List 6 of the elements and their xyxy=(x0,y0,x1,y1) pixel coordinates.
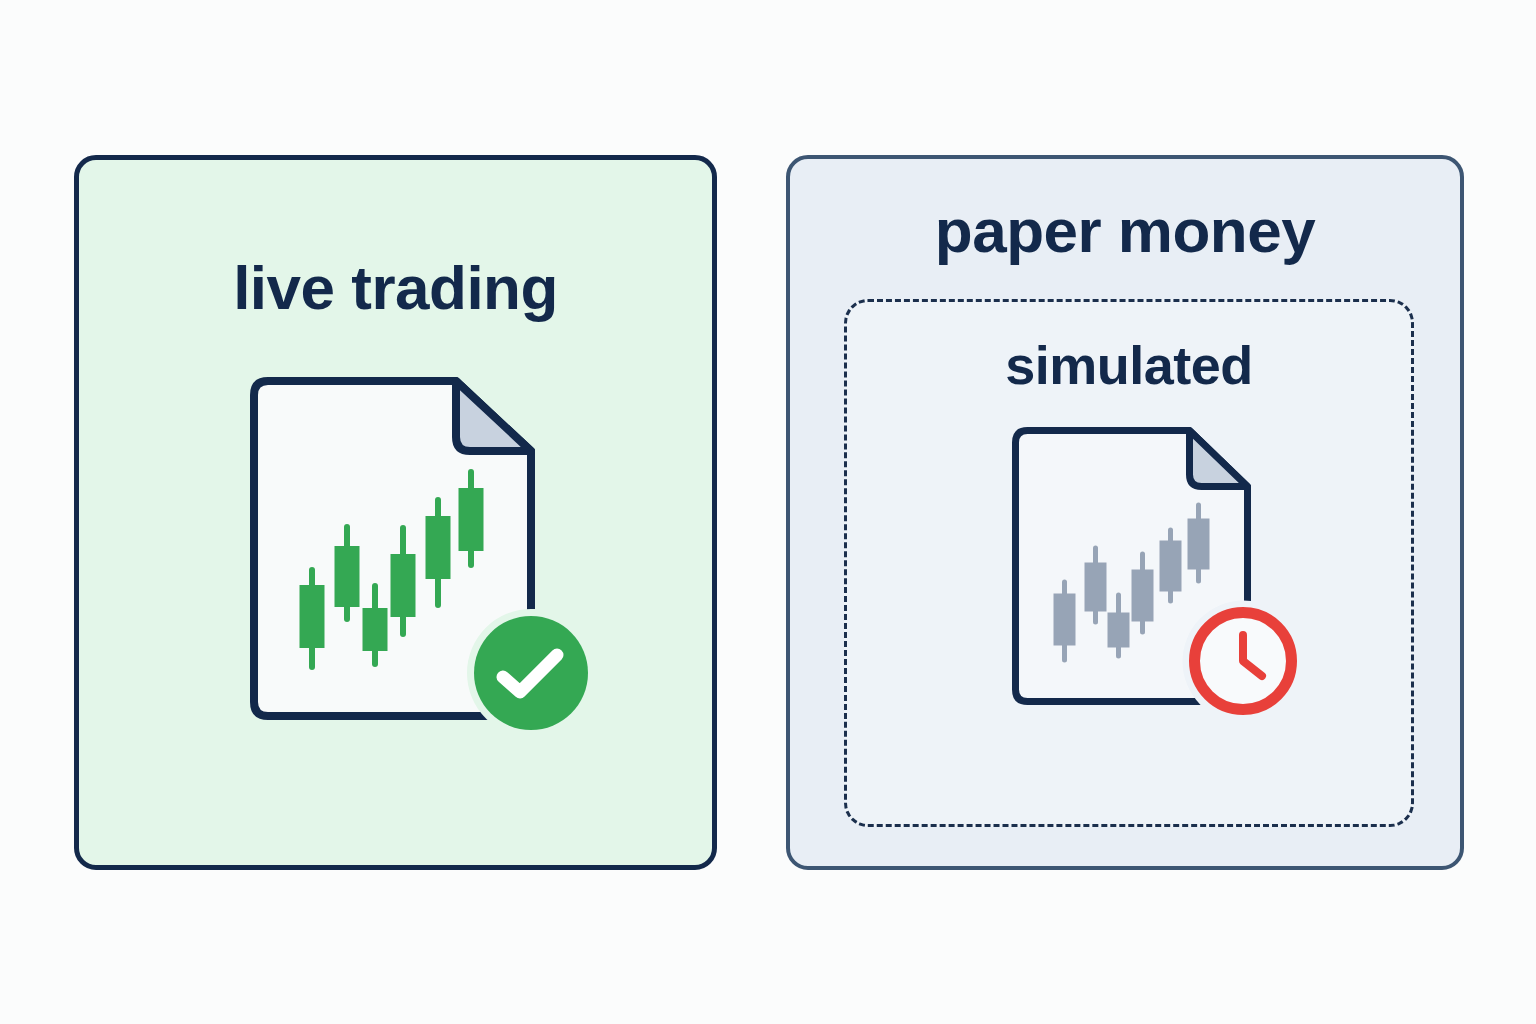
panel-title: paper money xyxy=(934,195,1316,267)
panel xyxy=(786,155,1464,870)
frame-title: simulated xyxy=(1005,334,1253,397)
panel xyxy=(74,155,717,870)
dashed-frame xyxy=(844,299,1414,827)
panel-title: live trading xyxy=(233,252,558,324)
